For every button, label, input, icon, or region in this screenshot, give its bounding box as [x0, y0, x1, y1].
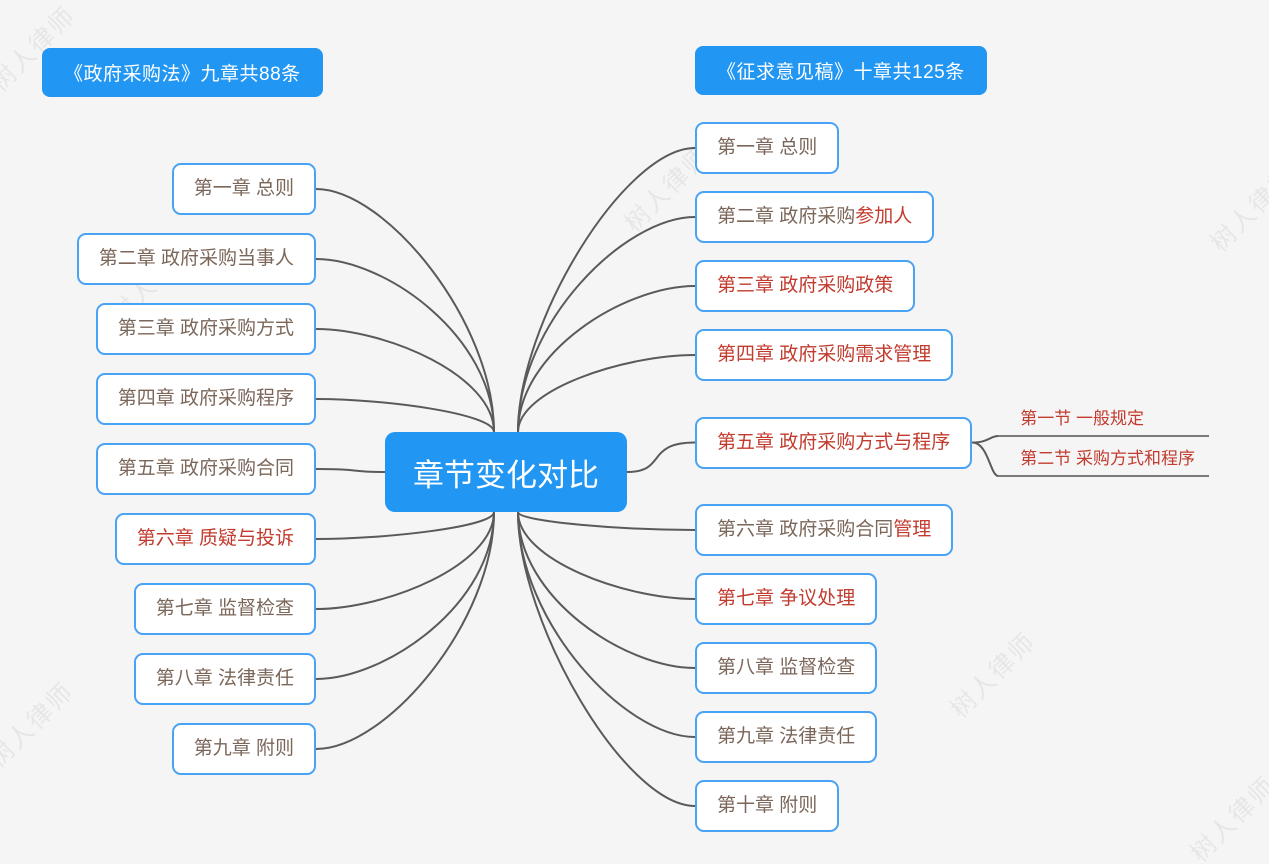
chapter-node[interactable]: 第四章 政府采购需求管理: [695, 329, 954, 381]
branch-row: 第二章 政府采购当事人: [76, 233, 316, 285]
node-text: 第九章 法律责任: [717, 726, 856, 747]
chapter-node[interactable]: 第一章 总则: [171, 163, 316, 215]
chapter-node[interactable]: 第九章 法律责任: [695, 711, 878, 763]
branch-row: 第六章 质疑与投诉: [114, 513, 316, 565]
node-text: 第八章 法律责任: [155, 668, 294, 689]
chapter-node[interactable]: 第五章 政府采购合同: [95, 443, 316, 495]
branch-row: 第三章 政府采购政策: [695, 260, 916, 312]
node-text: 第五章 政府采购方式与程序: [717, 431, 951, 453]
branch-row: 第九章 法律责任: [695, 711, 878, 763]
chapter-node[interactable]: 第五章 政府采购方式与程序: [695, 416, 973, 469]
node-text: 第十章 附则: [717, 795, 818, 816]
chapter-node[interactable]: 第十章 附则: [695, 780, 840, 832]
chapter-node[interactable]: 第四章 政府采购程序: [95, 373, 316, 425]
branch-row: 第一章 总则: [171, 163, 316, 215]
chapter-node[interactable]: 第七章 争议处理: [695, 573, 878, 625]
left-branch-column: 第一章 总则 第二章 政府采购当事人 第三章 政府采购方式 第四章 政府采购程序…: [0, 163, 316, 775]
left-tree-header[interactable]: 《政府采购法》九章共88条: [42, 48, 323, 97]
chapter-node[interactable]: 第七章 监督检查: [133, 583, 316, 635]
node-text: 第一章 总则: [717, 137, 818, 158]
right-branch-column: 第一章 总则 第二章 政府采购参加人 第三章 政府采购政策 第四章 政府采购需求…: [695, 122, 1210, 832]
node-text: 第七章 争议处理: [717, 588, 856, 609]
chapter-node[interactable]: 第二章 政府采购参加人: [695, 191, 935, 243]
section-list: 第一节 一般规定第二节 采购方式和程序: [998, 408, 1210, 477]
branch-row: 第一章 总则: [695, 122, 840, 174]
branch-row: 第三章 政府采购方式: [95, 303, 316, 355]
chapter-node[interactable]: 第八章 法律责任: [133, 653, 316, 705]
root-node[interactable]: 章节变化对比: [385, 432, 627, 512]
chapter-node[interactable]: 第九章 附则: [171, 723, 316, 775]
chapter-node[interactable]: 第一章 总则: [695, 122, 840, 174]
node-text: 第四章 政府采购需求管理: [717, 344, 932, 365]
branch-row: 第八章 监督检查: [695, 642, 878, 694]
watermark: 树人律师: [1205, 161, 1269, 258]
node-text: 第三章 政府采购政策: [717, 275, 894, 296]
section-node[interactable]: 第二节 采购方式和程序: [998, 448, 1210, 477]
node-text: 第八章 监督检查: [717, 657, 856, 678]
branch-row: 第四章 政府采购程序: [95, 373, 316, 425]
chapter-node[interactable]: 第六章 质疑与投诉: [114, 513, 316, 565]
node-text: 第七章 监督检查: [155, 598, 294, 619]
chapter-node[interactable]: 第三章 政府采购政策: [695, 260, 916, 312]
node-text: 第二章 政府采购当事人: [98, 248, 294, 269]
node-text: 第九章 附则: [193, 738, 294, 759]
branch-row: 第六章 政府采购合同管理: [695, 504, 954, 556]
node-text: 第六章 政府采购合同: [717, 519, 894, 540]
chapter-node[interactable]: 第二章 政府采购当事人: [76, 233, 316, 285]
branch-row: 第五章 政府采购合同: [95, 443, 316, 495]
node-text: 第三章 政府采购方式: [117, 318, 294, 339]
branch-row: 第八章 法律责任: [133, 653, 316, 705]
branch-row: 第五章 政府采购方式与程序 第一节 一般规定第二节 采购方式和程序: [695, 408, 1210, 477]
branch-row: 第九章 附则: [171, 723, 316, 775]
chapter-node[interactable]: 第八章 监督检查: [695, 642, 878, 694]
branch-row: 第十章 附则: [695, 780, 840, 832]
node-text: 第五章 政府采购合同: [117, 458, 294, 479]
branch-row: 第七章 监督检查: [133, 583, 316, 635]
section-node[interactable]: 第一节 一般规定: [998, 408, 1210, 437]
node-text: 第二章 政府采购: [717, 206, 856, 227]
chapter-node[interactable]: 第六章 政府采购合同管理: [695, 504, 954, 556]
chapter-node[interactable]: 第三章 政府采购方式: [95, 303, 316, 355]
node-text: 第六章 质疑与投诉: [136, 528, 294, 549]
node-text: 第一章 总则: [193, 178, 294, 199]
branch-row: 第二章 政府采购参加人: [695, 191, 935, 243]
branch-row: 第四章 政府采购需求管理: [695, 329, 954, 381]
branch-row: 第七章 争议处理: [695, 573, 878, 625]
node-text: 第四章 政府采购程序: [117, 388, 294, 409]
right-tree-header[interactable]: 《征求意见稿》十章共125条: [695, 46, 987, 95]
node-text: 参加人: [855, 206, 913, 227]
node-text: 管理: [893, 519, 932, 540]
